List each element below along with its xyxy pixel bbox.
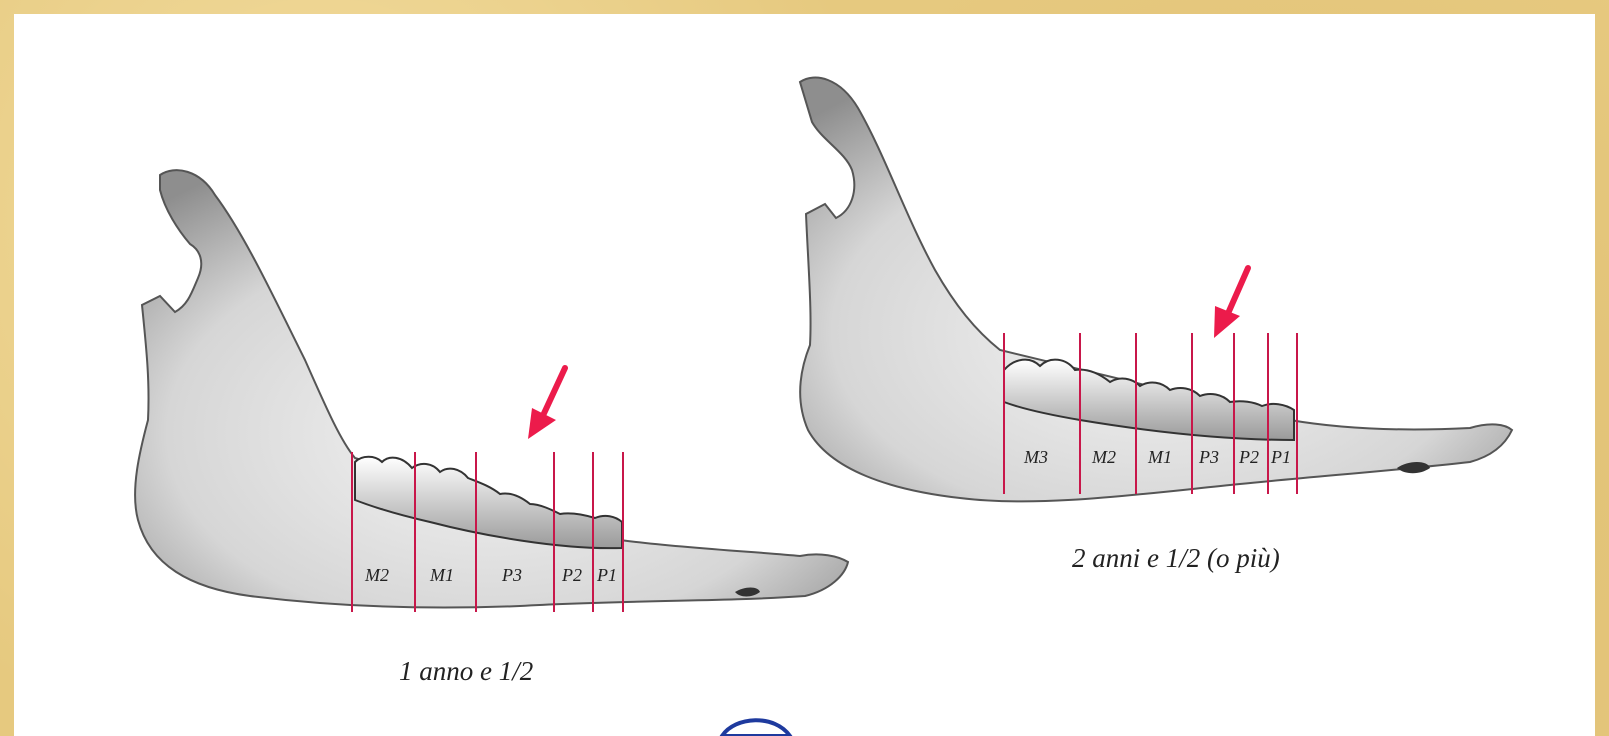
jaw-right: M3 M2 M1 P3 P2 P1 2 anni e 1/2 (o più) — [800, 78, 1512, 573]
arrow-right-icon — [1214, 268, 1248, 338]
caption-left: 1 anno e 1/2 — [399, 656, 533, 686]
tooth-label: M1 — [429, 565, 454, 585]
tooth-label: P2 — [1238, 447, 1259, 467]
tooth-label: P1 — [596, 565, 617, 585]
tooth-label: M3 — [1023, 447, 1048, 467]
tooth-label: P3 — [501, 565, 522, 585]
tooth-label: P2 — [561, 565, 582, 585]
jaw-left: M2 M1 P3 P2 P1 1 anno e 1/2 — [135, 170, 848, 686]
tooth-label: P1 — [1270, 447, 1291, 467]
tooth-label: M2 — [364, 565, 389, 585]
tooth-label: M1 — [1147, 447, 1172, 467]
circle-fragment — [722, 720, 790, 736]
arrow-left-icon — [528, 368, 565, 439]
mandible-right-bone — [800, 78, 1512, 502]
mandible-left-bone — [135, 170, 848, 607]
tooth-label: M2 — [1091, 447, 1116, 467]
tooth-label: P3 — [1198, 447, 1219, 467]
caption-right: 2 anni e 1/2 (o più) — [1072, 543, 1280, 573]
